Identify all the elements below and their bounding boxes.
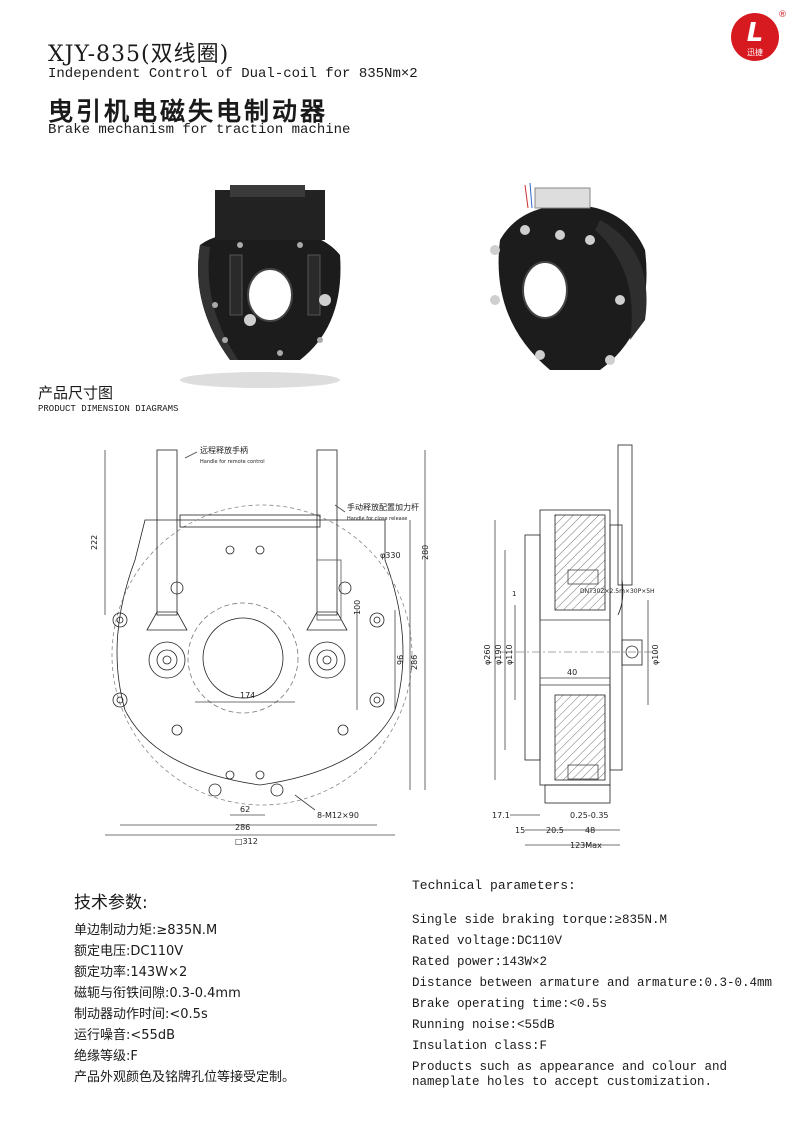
tech-en-item: Brake operating time:<0.5s [412,997,608,1011]
side-view-drawing: DNT30Z×2.5m×30P×5H 1 φ260 φ190 φ110 40 φ… [483,444,660,850]
tech-en-note: Products such as appearance and colour a… [412,1060,728,1089]
tech-heading-en: Technical parameters: [412,878,576,893]
dim-280: 280 [421,545,430,560]
tech-cn-item: 额定功率:143W×2 [74,965,188,980]
dim-thread: DNT30Z×2.5m×30P×5H [580,588,655,595]
section-title-cn: 产品尺寸图 [38,384,114,402]
dim-312: □312 [235,837,258,846]
tech-cn-item: 产品外观颜色及铭牌孔位等接受定制。 [74,1070,296,1085]
label-handle-en: Handle for remote control [200,459,265,465]
tech-list-en: Single side braking torque:≥835N.M Rated… [412,910,792,1090]
tech-en-item: Single side braking torque:≥835N.M [412,913,668,927]
tech-en-item: Distance between armature and armature:0… [412,976,773,990]
tech-cn-item: 单边制动力矩:≥835N.M [74,923,218,938]
dim-15: 15 [515,826,525,835]
tech-heading-cn: 技术参数: [74,893,148,913]
tech-list-cn: 单边制动力矩:≥835N.M 额定电压:DC110V 额定功率:143W×2 磁… [74,920,295,1088]
tech-cn-item: 制动器动作时间:<0.5s [74,1007,208,1022]
model-subtitle: Independent Control of Dual-coil for 835… [48,66,418,82]
logo-text: 迅捷 [747,47,763,57]
registered-mark: ® [778,10,787,20]
dim-phi260: φ260 [483,644,492,665]
brand-logo: L 迅捷 [731,13,779,61]
product-photo-back [490,182,647,370]
label-handle-cn: 远程释放手柄 [200,445,248,455]
dim-phi330: φ330 [380,551,401,560]
dim-62: 62 [240,805,250,814]
tech-en-item: Rated voltage:DC110V [412,934,563,948]
dim-222: 222 [90,535,99,550]
dim-phi100: φ100 [651,644,660,665]
product-title-en: Brake mechanism for traction machine [48,122,351,138]
model-title: XJY-835(双线圈) [48,42,230,67]
section-title-en: PRODUCT DIMENSION DIAGRAMS [38,404,179,414]
dim-174: 174 [240,691,255,700]
tech-en-item: Rated power:143W×2 [412,955,548,969]
dim-123: 123Max [570,841,602,850]
dim-phi110: φ110 [505,644,514,665]
product-photo-front [180,185,341,388]
tech-cn-item: 额定电压:DC110V [74,944,184,959]
tech-cn-item: 运行噪音:<55dB [74,1028,175,1043]
label-lever-en: Handle for close release [347,516,407,522]
dim-bolts: 8-M12×90 [317,811,359,820]
label-lever-cn: 手动释放配置加力杆 [347,502,419,512]
dim-48: 48 [585,826,595,835]
dim-17-1: 17.1 [492,811,510,820]
dim-phi190: φ190 [494,644,503,665]
dim-20-5: 20.5 [546,826,564,835]
dim-100: 100 [353,600,362,615]
tech-en-item: Insulation class:F [412,1039,548,1053]
tech-en-item: Running noise:<55dB [412,1018,555,1032]
dim-40: 40 [567,668,577,677]
tech-cn-item: 磁轭与衔铁间隙:0.3-0.4mm [74,986,241,1001]
dim-286-right: 286 [410,655,419,670]
product-title-cn: 曳引机电磁失电制动器 [48,97,329,126]
dim-286-bottom: 286 [235,823,250,832]
front-view-drawing: 远程释放手柄 Handle for remote control 手动释放配置加… [90,445,430,846]
dim-gap: 0.25-0.35 [570,811,609,820]
tech-cn-item: 绝缘等级:F [74,1049,138,1064]
logo-letter: L [747,18,764,48]
dim-1: 1 [512,590,516,598]
dim-96: 96 [396,655,405,665]
